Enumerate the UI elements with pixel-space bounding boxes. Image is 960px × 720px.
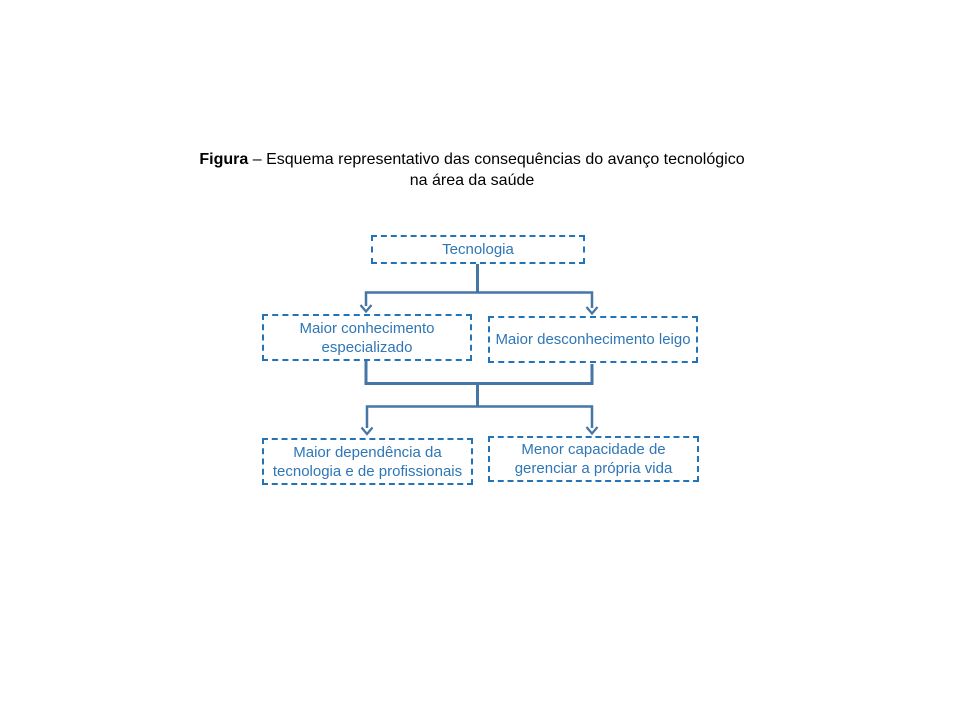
- arrowhead-conhecimento: [359, 304, 373, 314]
- edge-tecnologia-branch: [364, 291, 594, 308]
- edge-middle-merge: [364, 360, 594, 385]
- node-maior-conhecimento-especializado: Maior conhecimento especializado: [262, 314, 472, 361]
- arrowhead-capacidade: [585, 426, 599, 436]
- edge-lower-branch: [365, 405, 594, 428]
- arrowhead-desconhecimento: [585, 306, 599, 316]
- figure-caption: Figura – Esquema representativo das cons…: [192, 149, 752, 191]
- figure-caption-label: Figura: [199, 151, 249, 168]
- node-menor-capacidade-gerenciar: Menor capacidade de gerenciar a própria …: [488, 436, 699, 482]
- figure-caption-text: – Esquema representativo das consequênci…: [248, 151, 745, 189]
- node-maior-dependencia-tecnologia: Maior dependência da tecnologia e de pro…: [262, 438, 473, 485]
- node-maior-desconhecimento-leigo: Maior desconhecimento leigo: [488, 316, 698, 363]
- arrowhead-dependencia: [360, 426, 374, 436]
- node-tecnologia: Tecnologia: [371, 235, 585, 264]
